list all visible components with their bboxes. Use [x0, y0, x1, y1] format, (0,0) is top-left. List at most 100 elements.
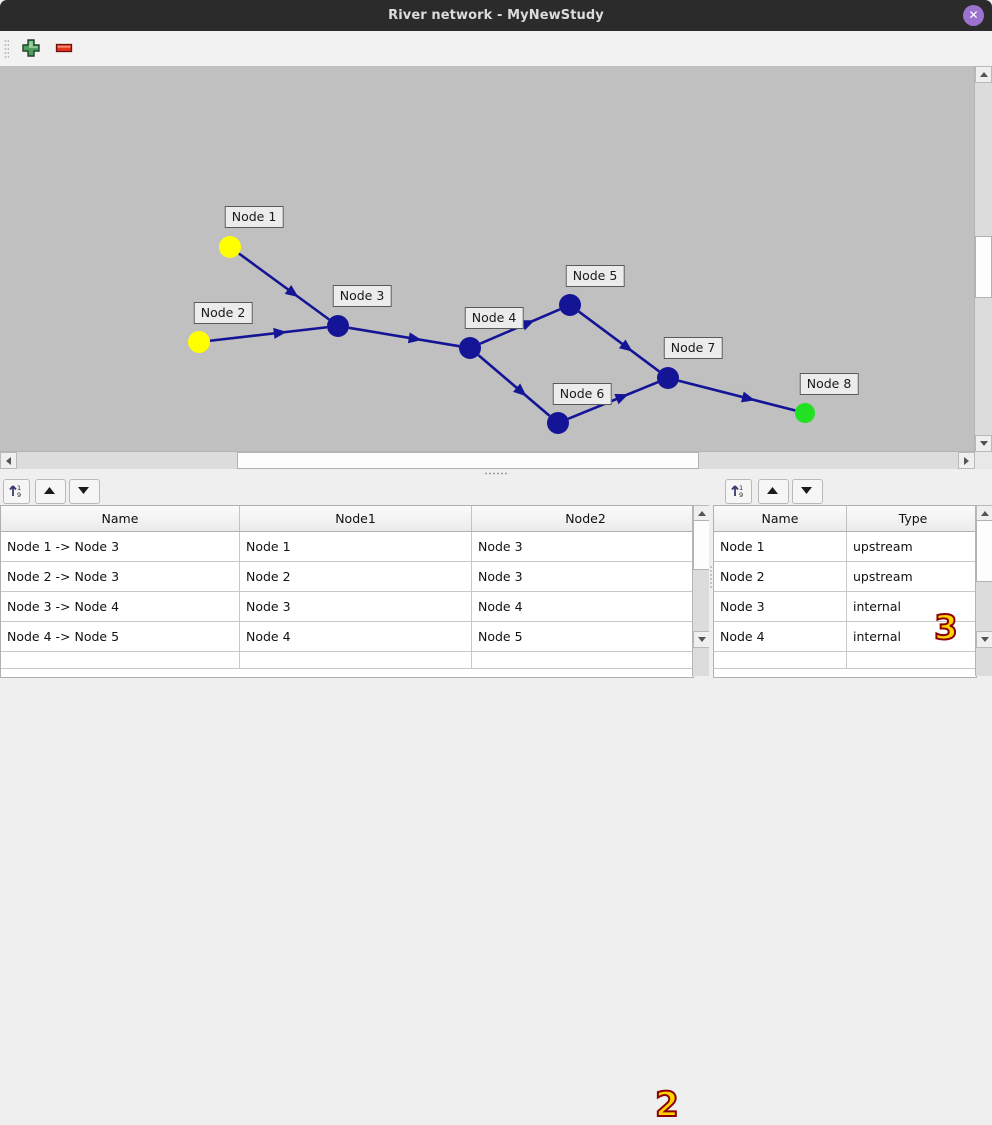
delete-minus-icon[interactable]: [52, 37, 76, 60]
network-graph-panel[interactable]: Node 1 Node 2 Node 3 Node 4 Node 5 Node 6 Node…: [0, 66, 992, 469]
svg-text:9: 9: [739, 491, 743, 499]
graph-edge[interactable]: [678, 379, 796, 412]
nodes-sort-button[interactable]: 1 9: [725, 479, 752, 504]
table-cell[interactable]: upstream: [846, 531, 976, 562]
scroll-down-arrow-icon[interactable]: [975, 435, 992, 452]
links-move-up-button[interactable]: [35, 479, 66, 504]
table-cell-empty[interactable]: [1, 651, 240, 669]
table-cell[interactable]: Node 3: [714, 591, 847, 622]
graph-edge[interactable]: [567, 380, 659, 421]
graph-edge[interactable]: [238, 252, 330, 321]
nodes-move-up-button[interactable]: [758, 479, 789, 504]
table-cell[interactable]: Node 4: [239, 621, 472, 652]
table-cell-empty[interactable]: [714, 651, 847, 669]
graph-node-node-6[interactable]: [547, 412, 569, 434]
table-cell[interactable]: Node 2: [239, 561, 472, 592]
graph-node-node-4[interactable]: [459, 337, 481, 359]
table-cell[interactable]: Node 2 -> Node 3: [1, 561, 240, 592]
graph-node-label[interactable]: Node 4: [464, 307, 524, 329]
close-icon[interactable]: ✕: [963, 5, 984, 26]
graph-edge-arrow-icon: [614, 394, 629, 405]
graph-node-label[interactable]: Node 6: [552, 383, 612, 405]
add-plus-icon[interactable]: [19, 37, 43, 60]
table-cell[interactable]: Node 3 -> Node 4: [1, 591, 240, 622]
toolbar-drag-handle[interactable]: [4, 39, 9, 58]
scroll-left-arrow-icon[interactable]: [0, 452, 17, 469]
graph-edge[interactable]: [477, 354, 551, 417]
links-table-vertical-scrollbar[interactable]: [692, 505, 710, 676]
table-cell[interactable]: Node 4 -> Node 5: [1, 621, 240, 652]
graph-node-label[interactable]: Node 8: [799, 373, 859, 395]
panes-splitter[interactable]: [709, 477, 713, 676]
links-table-scroll-thumb[interactable]: [693, 520, 710, 570]
table-cell[interactable]: internal: [846, 591, 976, 622]
table-cell[interactable]: internal: [846, 621, 976, 652]
nodes-scroll-down-arrow-icon[interactable]: [976, 631, 992, 648]
graph-node-node-5[interactable]: [559, 294, 581, 316]
table-cell[interactable]: Node 1: [714, 531, 847, 562]
table-cell[interactable]: Node 4: [471, 591, 693, 622]
links-move-down-button[interactable]: [69, 479, 100, 504]
graph-edge[interactable]: [578, 310, 660, 373]
graph-node-node-8[interactable]: [795, 403, 815, 423]
table-cell[interactable]: Node 5: [471, 621, 693, 652]
table-cell[interactable]: Node 3: [471, 531, 693, 562]
table-cell[interactable]: Node 1: [239, 531, 472, 562]
table-row-empty[interactable]: [714, 651, 976, 669]
main-splitter[interactable]: [0, 469, 992, 477]
column-header[interactable]: Node1: [239, 506, 472, 532]
graph-node-label[interactable]: Node 5: [565, 265, 625, 287]
nodes-table-vertical-scrollbar[interactable]: [975, 505, 992, 676]
table-cell[interactable]: Node 2: [714, 561, 847, 592]
table-cell[interactable]: Node 3: [239, 591, 472, 622]
table-cell[interactable]: Node 1 -> Node 3: [1, 531, 240, 562]
column-header[interactable]: Type: [846, 506, 976, 532]
graph-edge[interactable]: [348, 326, 460, 348]
table-cell[interactable]: Node 4: [714, 621, 847, 652]
graph-node-label[interactable]: Node 3: [332, 285, 392, 307]
graph-node-label[interactable]: Node 2: [193, 302, 253, 324]
graph-node-node-2[interactable]: [188, 331, 210, 353]
table-row-empty[interactable]: [1, 651, 693, 669]
graph-edge-arrow-icon: [520, 320, 535, 331]
links-sort-button[interactable]: 1 9: [3, 479, 30, 504]
graph-node-node-3[interactable]: [327, 315, 349, 337]
graph-node-node-7[interactable]: [657, 367, 679, 389]
graph-node-label[interactable]: Node 1: [224, 206, 284, 228]
graph-horizontal-scroll-thumb[interactable]: [237, 452, 699, 469]
graph-vertical-scroll-thumb[interactable]: [975, 236, 992, 298]
graph-vertical-scrollbar[interactable]: [974, 66, 992, 452]
table-cell-empty[interactable]: [471, 651, 693, 669]
nodes-move-down-button[interactable]: [792, 479, 823, 504]
table-cell[interactable]: Node 3: [471, 561, 693, 592]
graph-node-label[interactable]: Node 7: [663, 337, 723, 359]
column-header[interactable]: Name: [714, 506, 847, 532]
graph-edge-arrow-icon: [273, 327, 287, 339]
network-graph-canvas[interactable]: Node 1 Node 2 Node 3 Node 4 Node 5 Node 6 Node…: [0, 66, 975, 452]
scroll-up-arrow-icon[interactable]: [975, 66, 992, 83]
table-cell-empty[interactable]: [846, 651, 976, 669]
nodes-table-scroll-thumb[interactable]: [976, 520, 992, 582]
table-cell[interactable]: upstream: [846, 561, 976, 592]
scroll-right-arrow-icon[interactable]: [958, 452, 975, 469]
graph-edge-layer: [209, 252, 796, 421]
column-header[interactable]: Name: [1, 506, 240, 532]
table-cell-empty[interactable]: [239, 651, 472, 669]
column-header[interactable]: Node2: [471, 506, 693, 532]
graph-edge[interactable]: [209, 325, 328, 343]
graph-horizontal-scrollbar[interactable]: [0, 451, 975, 469]
graph-node-node-1[interactable]: [219, 236, 241, 258]
links-scroll-down-arrow-icon[interactable]: [693, 631, 710, 648]
